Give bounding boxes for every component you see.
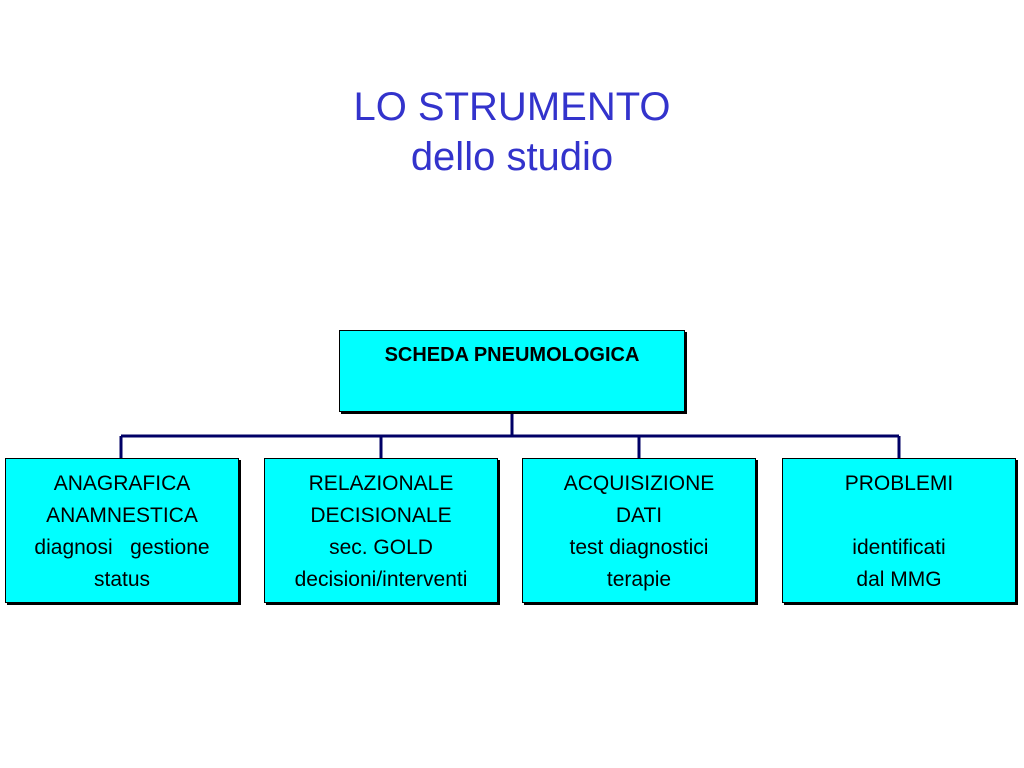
root-node-label: SCHEDA PNEUMOLOGICA [384,344,640,366]
node-text-line: ANAMNESTICA [46,504,198,527]
node-text-line: PROBLEMI [844,472,954,495]
node-text-line: diagnosi gestione [34,536,210,559]
child-node-problemi: PROBLEMI identificati dal MMG [782,458,1016,603]
child-node-anagrafica: ANAGRAFICA ANAMNESTICA diagnosi gestione… [5,458,239,603]
title-line-1: LO STRUMENTO [353,85,671,129]
node-text-line: identificati [852,536,946,559]
child-node-acquisizione: ACQUISIZIONE DATI test diagnostici terap… [522,458,756,603]
node-text-line: terapie [606,568,672,591]
node-text-line [783,500,1015,532]
node-text-line: DATI [615,504,663,527]
slide-title: LO STRUMENTO dello studio [0,82,1024,182]
node-text-line: decisioni/interventi [294,568,468,591]
node-text-line: test diagnostici [569,536,709,559]
root-node-scheda-pneumologica: SCHEDA PNEUMOLOGICA [339,330,685,412]
node-text-line: DECISIONALE [310,504,452,527]
node-text-line: RELAZIONALE [308,472,454,495]
node-text-line: status [93,568,151,591]
node-text-line: sec. GOLD [329,536,433,559]
node-text-line: ACQUISIZIONE [563,472,715,495]
node-text-line: ANAGRAFICA [53,472,191,495]
node-text-line: dal MMG [856,568,942,591]
title-line-2: dello studio [410,135,614,179]
child-node-relazionale: RELAZIONALE DECISIONALE sec. GOLD decisi… [264,458,498,603]
